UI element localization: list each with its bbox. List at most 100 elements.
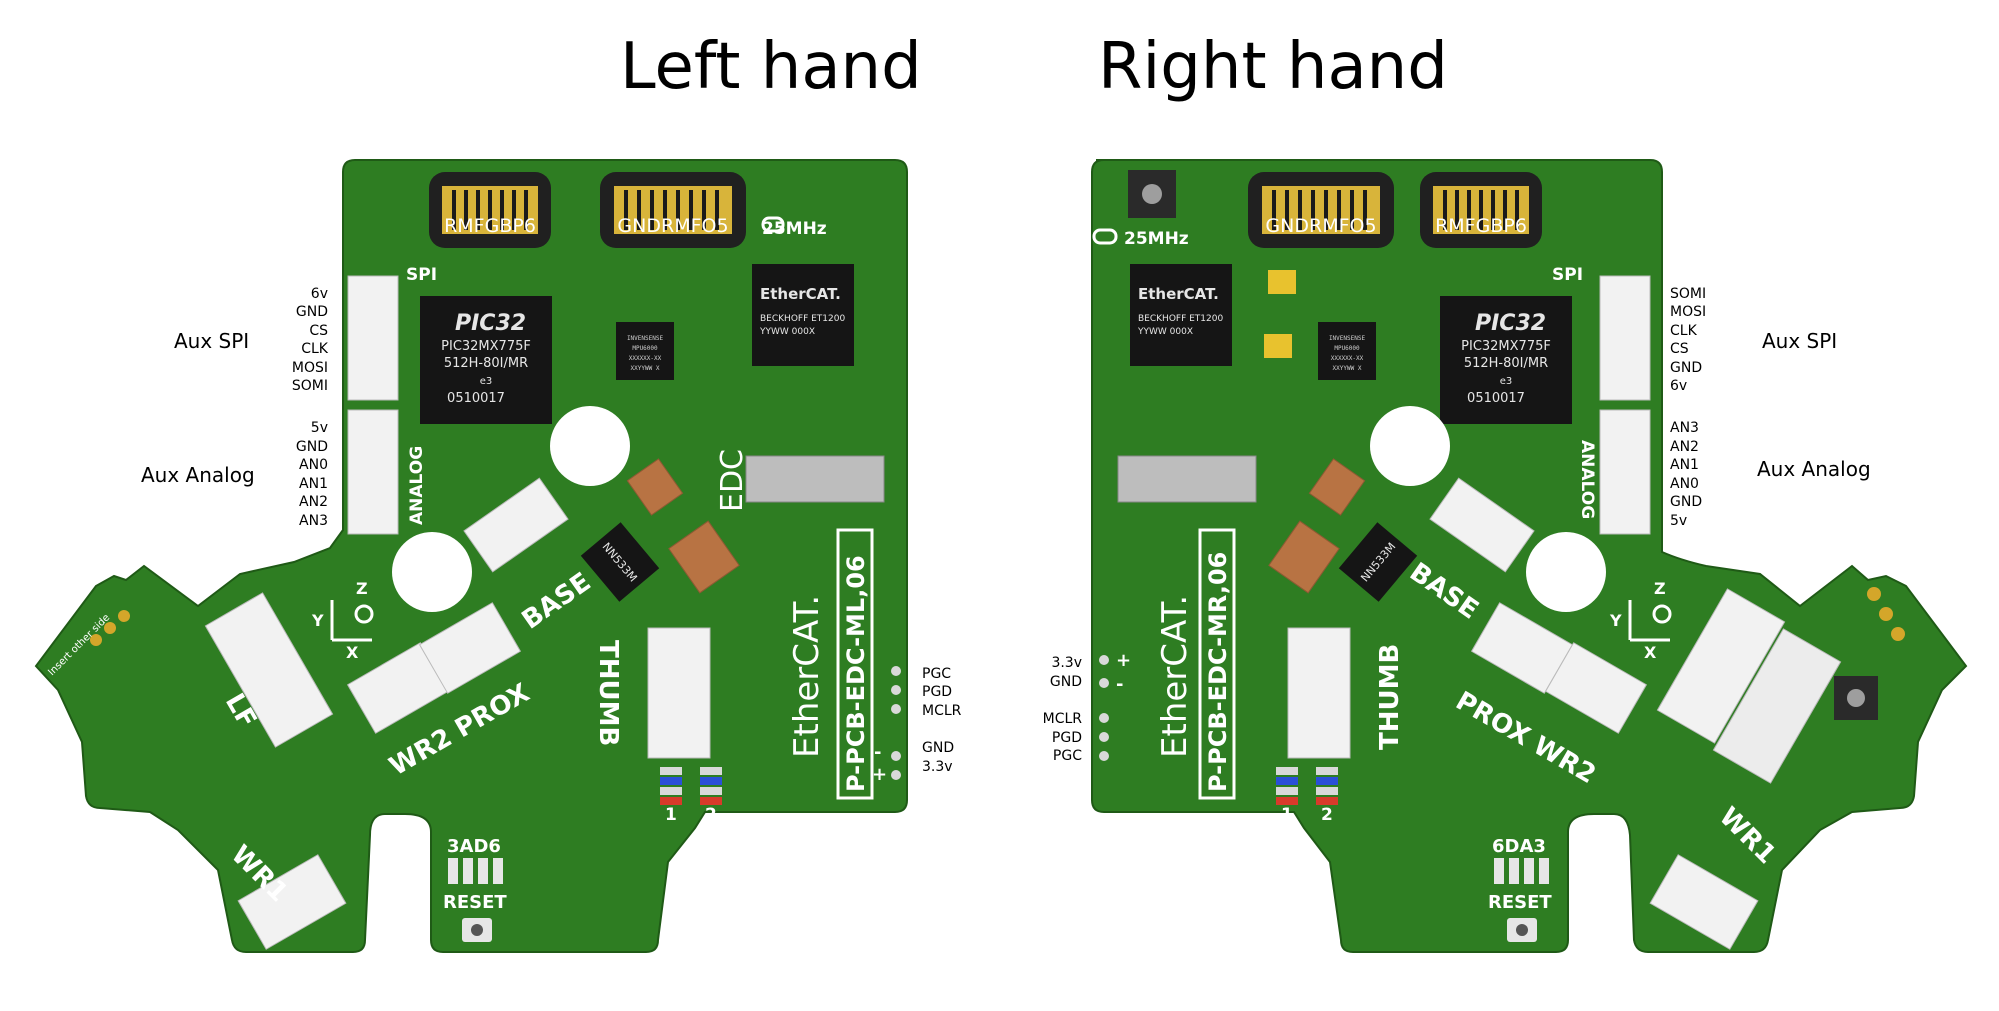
pin-label: CLK <box>301 341 329 357</box>
wr1-connector <box>237 854 347 950</box>
pin-label: 6v <box>311 286 328 302</box>
pic-line1: PIC32MX775F <box>441 339 531 354</box>
pic32-chip: PIC32 PIC32MX775F 512H-80I/MR e3 0510017 <box>420 296 552 424</box>
dip-switches[interactable] <box>448 858 503 884</box>
led1-label: 1 <box>1281 805 1293 825</box>
pic-logo: PIC32 <box>1475 311 1546 336</box>
ethercat-chip-line1: BECKHOFF ET1200 <box>1138 314 1223 324</box>
pin-label: MOSI <box>1670 304 1706 320</box>
axis-z: Z <box>1654 579 1666 598</box>
reset-label: RESET <box>1488 892 1552 913</box>
axis-marker <box>1628 600 1672 642</box>
pad-minus: - <box>874 742 881 763</box>
pic-logo: PIC32 <box>455 311 526 336</box>
thumb-connector <box>647 627 711 759</box>
wr1-connector <box>1649 854 1759 950</box>
pcb-name-box <box>1198 528 1236 800</box>
ethercat-chip: EtherCAT. BECKHOFF ET1200 YYWW 000X <box>752 264 854 366</box>
pin-label: GND <box>1050 674 1082 690</box>
pin-label: AN2 <box>1670 439 1699 455</box>
led1-label: 1 <box>665 805 677 825</box>
pin-label: PGD <box>1052 730 1082 746</box>
pic-line2: 512H-80I/MR <box>444 356 528 371</box>
base-connector <box>1429 477 1535 573</box>
mounting-hole <box>550 406 630 486</box>
imu-model: MPU6000 <box>632 345 658 352</box>
imu-chip: INVENSENSE MPU6000 XXXXXX-XX XXYYWW X <box>1318 322 1376 380</box>
lf-connector <box>204 592 334 748</box>
pic-e3: e3 <box>1500 376 1513 387</box>
imu-chip: INVENSENSE MPU6000 XXXXXX-XX XXYYWW X <box>616 322 674 380</box>
led-array <box>1276 767 1338 805</box>
analog-label: ANALOG <box>1577 440 1597 519</box>
imu-brand: INVENSENSE <box>627 335 664 342</box>
inductor <box>1308 458 1366 516</box>
ethercat-chip-line1: BECKHOFF ET1200 <box>760 314 845 324</box>
pin-label: AN3 <box>1670 420 1699 436</box>
prog-pads-left <box>891 666 901 780</box>
dip-switches[interactable] <box>1494 858 1549 884</box>
fpc-connector-2: GNDRMFO5 <box>600 172 746 248</box>
axis-x: X <box>1644 643 1657 662</box>
imu-model: MPU6000 <box>1334 345 1360 352</box>
pin-label: CS <box>1670 341 1689 357</box>
led2-label: 2 <box>1321 805 1333 825</box>
pic-lot: 0510017 <box>447 391 505 406</box>
pin-label: GND <box>922 740 954 756</box>
mounting-hole <box>392 532 472 612</box>
regulator-chip: NN533M <box>580 522 660 602</box>
pcb-name: P-PCB-EDC-ML,06 <box>842 555 870 792</box>
inductor <box>668 520 740 594</box>
pin-label: 3.3v <box>922 759 953 775</box>
imu-line1: XXXXXX-XX <box>629 355 662 362</box>
imu-line2: XXYYWW X <box>631 365 660 372</box>
wr2-connector <box>1544 642 1648 734</box>
axis-z: Z <box>356 579 368 598</box>
axis-y: Y <box>311 611 324 630</box>
ethercat-chip-brand: EtherCAT. <box>760 285 841 303</box>
imu-brand: INVENSENSE <box>1329 335 1366 342</box>
pin-label: AN2 <box>299 494 328 510</box>
pin-label: MCLR <box>922 703 962 719</box>
lf-connector <box>1656 588 1786 744</box>
ethercat-chip-line2: YYWW 000X <box>1137 327 1193 337</box>
pin-label: PGD <box>922 684 952 700</box>
pin-label: SOMI <box>1670 286 1706 302</box>
heading-left-hand: Left hand <box>620 30 922 104</box>
pin-label: AN0 <box>1670 476 1699 492</box>
fpc1-label: GNDRMFO5 <box>1265 215 1376 237</box>
inductor <box>626 458 684 516</box>
ethercat-chip: EtherCAT. BECKHOFF ET1200 YYWW 000X <box>1130 264 1232 366</box>
prog-pin-list-left: PGC PGD MCLR GND 3.3v <box>922 666 962 775</box>
pin-label: CLK <box>1670 323 1698 339</box>
pin-label: GND <box>1670 360 1702 376</box>
spi-connector <box>347 275 399 401</box>
fpc-connector-2: RMFGBP6 <box>1420 172 1542 248</box>
ethercat-logo: EtherCAT. <box>1155 595 1195 758</box>
imu-line2: XXYYWW X <box>1333 365 1362 372</box>
edc-label: EDC <box>715 449 750 512</box>
thumb-label: THUMB <box>1375 644 1405 750</box>
pin-label: GND <box>296 439 328 455</box>
crystal-outline <box>761 216 785 233</box>
gold-pads <box>90 610 130 646</box>
pin-label: PGC <box>1053 748 1082 764</box>
switch-label: 6DA3 <box>1492 836 1546 857</box>
switch-label: 3AD6 <box>447 836 501 857</box>
led-array <box>660 767 722 805</box>
pad-minus: - <box>1116 674 1123 695</box>
prog-pin-list-right: 3.3v GND MCLR PGD PGC <box>1043 655 1083 764</box>
spi-pin-list-right: SOMI MOSI CLK CS GND 6v <box>1670 286 1706 394</box>
pin-label: 5v <box>1670 513 1687 529</box>
pin-label: 6v <box>1670 378 1687 394</box>
analog-pin-list-left: 5v GND AN0 AN1 AN2 AN3 <box>296 420 328 529</box>
spi-label: SPI <box>1552 265 1583 285</box>
thumb-label: THUMB <box>593 640 623 746</box>
pin-label: 3.3v <box>1051 655 1082 671</box>
led2-label: 2 <box>705 805 717 825</box>
mounting-hole <box>1370 406 1450 486</box>
axis-x: X <box>346 643 359 662</box>
fpc1-label: RMFGBP6 <box>444 215 536 237</box>
pin-label: PGC <box>922 666 951 682</box>
gold-pads <box>1867 587 1905 641</box>
